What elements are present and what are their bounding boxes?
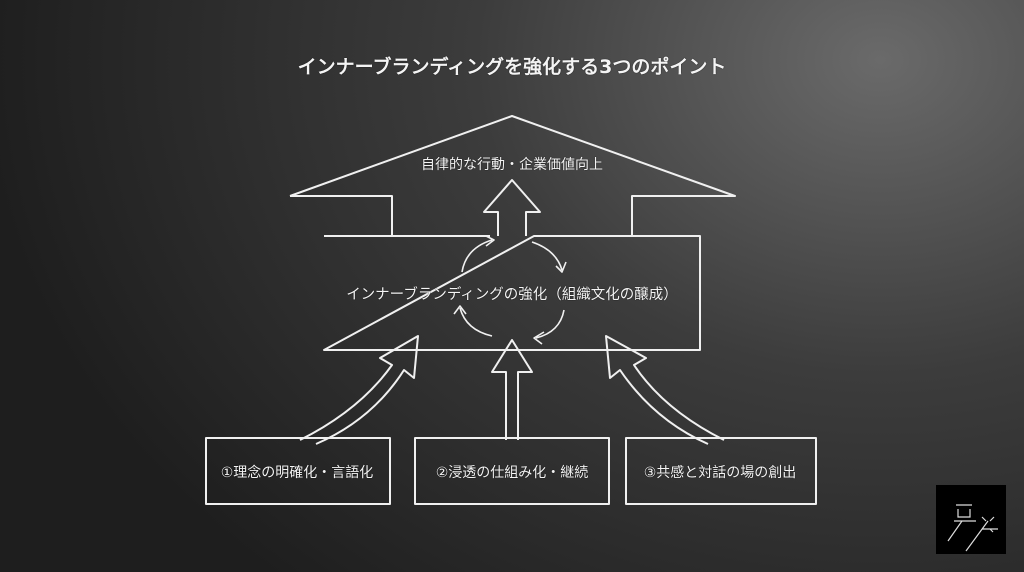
- core-label: インナーブランディングの強化（組織文化の醸成）: [346, 287, 678, 303]
- left-curved-arrow: [299, 335, 419, 445]
- slide-title: インナーブランディングを強化する3つのポイント: [297, 56, 727, 78]
- pillar-box-1: [205, 437, 391, 505]
- right-curved-arrow: [605, 335, 725, 445]
- pillar-label-1: ①理念の明確化・言語化: [220, 465, 374, 481]
- pillar-box-3: [625, 437, 817, 505]
- company-logo: [936, 485, 1006, 554]
- roof-outline: [289, 115, 736, 237]
- pillar-box-2: [414, 437, 610, 505]
- pillar-label-2: ②浸透の仕組み化・継続: [435, 465, 589, 481]
- sparkler-logo-icon: [947, 504, 998, 552]
- pillar-label-3: ③共感と対話の場の創出: [643, 465, 797, 481]
- center-arrow: [491, 339, 533, 440]
- roof-label: 自律的な行動・企業価値向上: [421, 157, 603, 173]
- core-box: [323, 235, 701, 351]
- up-arrow: [483, 179, 541, 236]
- cycle-arrows: [453, 235, 567, 345]
